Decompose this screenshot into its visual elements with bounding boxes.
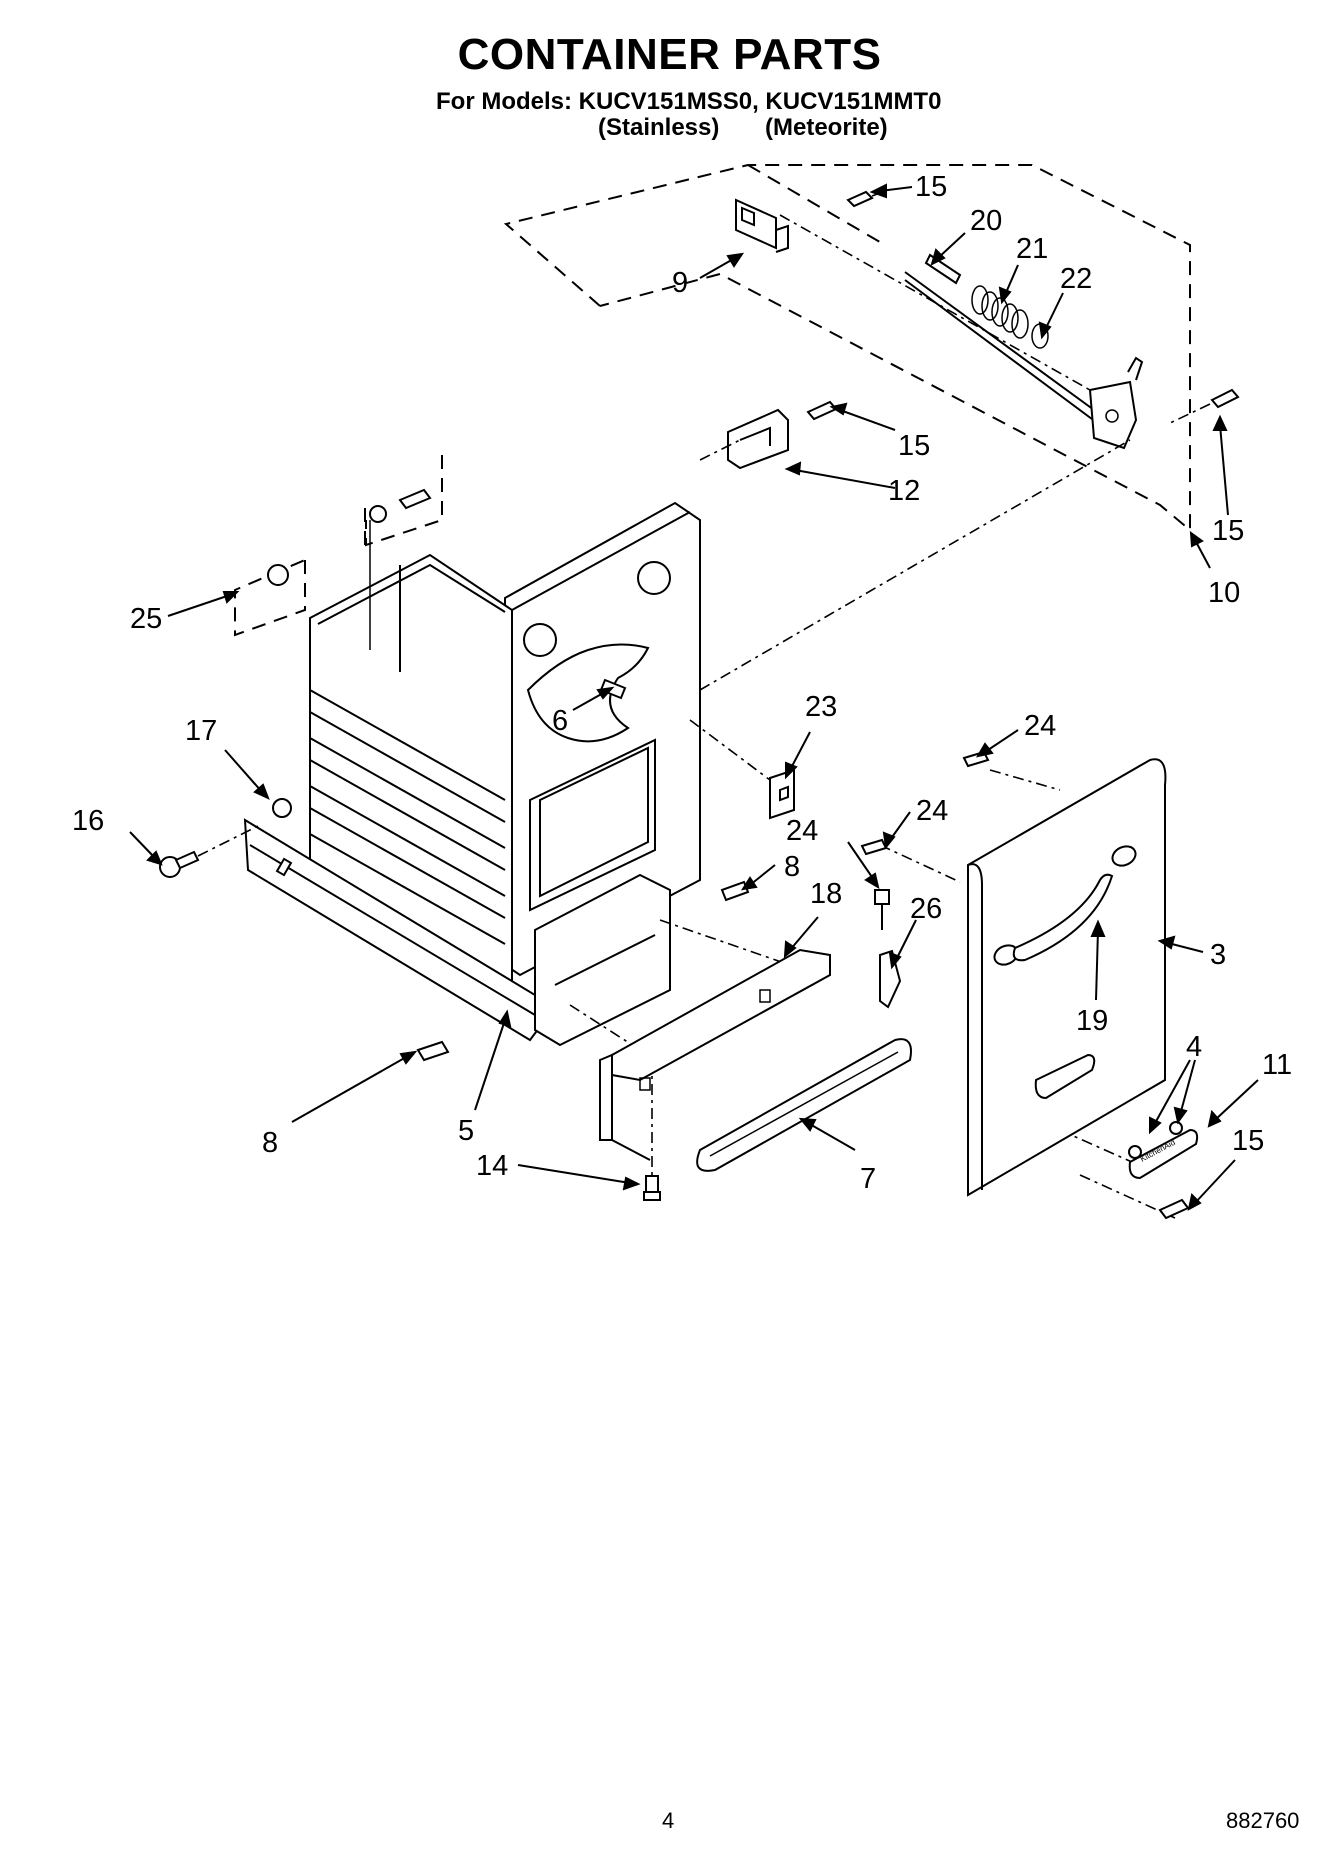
container-body — [243, 501, 701, 1047]
callout-20: 20 — [970, 205, 1002, 237]
part-18-slide — [599, 948, 831, 1161]
variant-stainless: (Stainless) — [598, 114, 720, 141]
callout-11: 11 — [1262, 1049, 1292, 1081]
pivot-rod-assembly — [904, 253, 1144, 450]
callout-22: 22 — [1060, 263, 1092, 295]
screw-15-right — [1167, 388, 1240, 425]
screw-14 — [643, 1175, 661, 1201]
part-16-screw — [159, 824, 261, 878]
callout-17: 17 — [185, 715, 217, 747]
part-3-door-panel: KitchenAid — [967, 758, 1199, 1220]
callout-21: 21 — [1016, 233, 1048, 265]
callout-19: 19 — [1076, 1005, 1108, 1037]
screw-6 — [599, 678, 627, 700]
callout-15: 15 — [898, 430, 930, 462]
part-26-clip — [879, 949, 902, 1009]
callout-24: 24 — [916, 795, 948, 827]
callout-3: 3 — [1210, 939, 1226, 971]
callout-4: 4 — [1186, 1031, 1202, 1063]
leader-arrows — [129, 183, 1259, 1211]
document-number: 882760 — [1226, 1808, 1300, 1833]
part-17-clip — [272, 798, 292, 818]
callout-6: 6 — [552, 705, 568, 737]
callout-9: 9 — [672, 267, 688, 299]
callout-labels: 15 20 21 22 9 15 12 15 10 25 6 23 24 17 … — [72, 171, 1292, 1195]
callout-10: 10 — [1208, 577, 1240, 609]
callout-16: 16 — [72, 805, 104, 837]
callout-15: 15 — [1212, 515, 1244, 547]
callout-18: 18 — [810, 878, 842, 910]
callout-8: 8 — [262, 1127, 278, 1159]
callout-7: 7 — [860, 1163, 876, 1195]
callout-14: 14 — [476, 1150, 508, 1182]
page-title: CONTAINER PARTS — [457, 30, 882, 79]
part-12-bracket — [727, 400, 838, 470]
callout-25: 25 — [130, 603, 162, 635]
part-25-fastener — [234, 455, 443, 650]
hinge-group-outline — [503, 164, 1191, 533]
models-line: For Models: KUCV151MSS0, KUCV151MMT0 — [436, 88, 942, 115]
callout-5: 5 — [458, 1115, 474, 1147]
callout-15: 15 — [1232, 1125, 1264, 1157]
callout-24: 24 — [786, 815, 818, 847]
screw-8-lower — [416, 1040, 450, 1062]
part-9-bracket — [735, 198, 789, 253]
callout-8: 8 — [784, 851, 800, 883]
part-23-clip — [689, 719, 795, 820]
variant-meteorite: (Meteorite) — [765, 114, 888, 141]
page-number: 4 — [662, 1808, 675, 1833]
callout-12: 12 — [888, 475, 920, 507]
callout-15: 15 — [915, 171, 947, 203]
screws-24 — [860, 750, 990, 930]
callout-24: 24 — [1024, 710, 1056, 742]
part-7-handle — [696, 1038, 912, 1172]
callout-23: 23 — [805, 691, 837, 723]
screw-8-upper — [720, 880, 750, 902]
callout-26: 26 — [910, 893, 942, 925]
